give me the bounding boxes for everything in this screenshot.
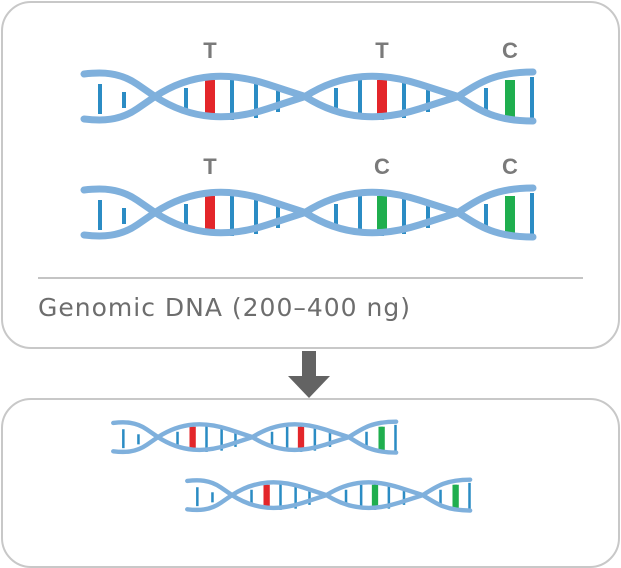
base-pair-rung bbox=[122, 429, 125, 449]
reference-base-marker bbox=[371, 484, 379, 509]
mutant-base-marker bbox=[205, 80, 215, 118]
reference-base-marker bbox=[378, 426, 385, 451]
mutant-base-marker bbox=[205, 196, 215, 234]
base-pair-rung bbox=[484, 88, 488, 112]
base-pair-rung bbox=[270, 431, 274, 447]
base-pair-rung bbox=[344, 489, 348, 505]
base-pair-rung bbox=[294, 484, 297, 509]
base-pair-rung bbox=[285, 426, 289, 451]
base-pair-rung bbox=[98, 200, 102, 230]
backbone-strand bbox=[111, 419, 399, 455]
helix bbox=[185, 477, 473, 513]
reference-base-marker bbox=[377, 196, 387, 234]
base-pair-rung bbox=[176, 431, 179, 447]
base-pair-rung bbox=[122, 92, 126, 108]
base-pair-rung bbox=[230, 77, 234, 120]
base-pair-rung bbox=[234, 431, 237, 447]
base-pair-rung bbox=[230, 193, 234, 236]
base-label: T bbox=[203, 154, 217, 179]
base-pair-rung bbox=[308, 489, 311, 505]
base-label: C bbox=[502, 154, 518, 179]
base-pair-rung bbox=[276, 88, 280, 112]
reference-base-marker bbox=[452, 484, 459, 509]
base-pair-rung bbox=[359, 484, 363, 509]
base-pair-rung bbox=[211, 492, 214, 503]
base-pair-rung bbox=[358, 80, 362, 118]
base-label: T bbox=[203, 38, 217, 63]
base-pair-rung bbox=[530, 193, 534, 236]
backbone-strand bbox=[80, 184, 537, 240]
base-pair-rung bbox=[328, 431, 332, 447]
base-label: C bbox=[502, 38, 518, 63]
base-pair-rung bbox=[334, 88, 338, 112]
base-pair-rung bbox=[313, 426, 317, 451]
mutant-base-marker bbox=[297, 426, 305, 451]
base-pair-rung bbox=[98, 84, 102, 114]
base-pair-rung bbox=[122, 208, 126, 224]
panel-caption: Genomic DNA (200–400 ng) bbox=[38, 293, 411, 322]
base-pair-rung bbox=[184, 204, 188, 228]
base-pair-rung bbox=[426, 204, 430, 228]
base-pair-rung bbox=[468, 482, 471, 510]
base-pair-rung bbox=[205, 424, 208, 452]
base-pair-rung bbox=[196, 487, 199, 507]
base-pair-rung bbox=[439, 489, 442, 505]
mutant-base-marker bbox=[263, 484, 270, 509]
backbone-strand bbox=[80, 68, 537, 124]
base-pair-rung bbox=[365, 431, 368, 447]
down-arrow-icon bbox=[288, 351, 330, 398]
base-pair-rung bbox=[402, 489, 406, 505]
base-pair-rung bbox=[394, 424, 397, 452]
mutant-base-marker bbox=[377, 80, 387, 118]
base-pair-rung bbox=[484, 204, 488, 228]
base-pair-rung bbox=[334, 204, 338, 228]
base-pair-rung bbox=[530, 77, 534, 120]
base-pair-rung bbox=[137, 434, 140, 445]
dna-fragment bbox=[185, 477, 473, 513]
divider bbox=[38, 277, 583, 279]
base-pair-rung bbox=[387, 484, 391, 509]
helix bbox=[111, 419, 399, 455]
base-pair-rung bbox=[358, 196, 362, 234]
mutant-base-marker bbox=[189, 426, 196, 451]
base-label: T bbox=[375, 38, 389, 63]
base-pair-rung bbox=[279, 482, 282, 510]
base-pair-rung bbox=[254, 80, 258, 118]
base-pair-rung bbox=[250, 489, 253, 505]
base-pair-rung bbox=[184, 88, 188, 112]
base-pair-rung bbox=[426, 88, 430, 112]
backbone-strand bbox=[185, 477, 473, 513]
base-label: C bbox=[374, 154, 390, 179]
base-pair-rung bbox=[220, 426, 223, 451]
base-pair-rung bbox=[276, 204, 280, 228]
reference-base-marker bbox=[505, 80, 515, 118]
base-pair-rung bbox=[254, 196, 258, 234]
dna-fragment bbox=[111, 419, 399, 455]
base-pair-rung bbox=[402, 196, 406, 234]
genomic-dna-panel bbox=[1, 1, 620, 349]
reference-base-marker bbox=[505, 196, 515, 234]
base-pair-rung bbox=[402, 80, 406, 118]
